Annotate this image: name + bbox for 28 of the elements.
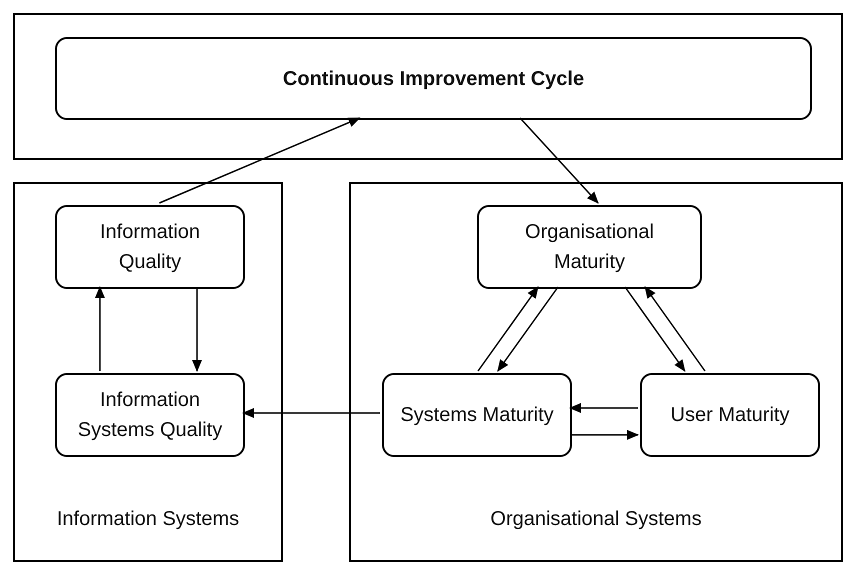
arrow (477, 286, 539, 372)
group-panel (349, 182, 843, 562)
arrow (569, 402, 638, 413)
node-label: Information Systems Quality (76, 388, 224, 443)
arrow (497, 286, 559, 372)
process-box (477, 205, 702, 289)
arrow (570, 430, 639, 440)
node-label: Information Quality (98, 220, 202, 275)
process-box (55, 205, 245, 289)
node-label: User Maturity (670, 403, 790, 428)
node-label: Information Systems (56, 507, 240, 532)
container-panel (13, 13, 843, 160)
process-box (382, 373, 572, 457)
arrow (624, 286, 686, 372)
node-label: Organisational Maturity (524, 220, 655, 275)
arrow (644, 286, 706, 372)
title-box (55, 37, 812, 120)
node-label: Systems Maturity (400, 403, 554, 428)
process-box (640, 373, 820, 457)
node-label: Continuous Improvement Cycle (282, 66, 584, 92)
arrow (94, 286, 105, 371)
arrow (242, 408, 380, 418)
arrow (159, 117, 360, 204)
group-panel (13, 182, 283, 562)
arrow (192, 287, 202, 372)
process-box (55, 373, 245, 457)
arrow (520, 118, 599, 204)
node-label: Organisational Systems (490, 507, 702, 532)
